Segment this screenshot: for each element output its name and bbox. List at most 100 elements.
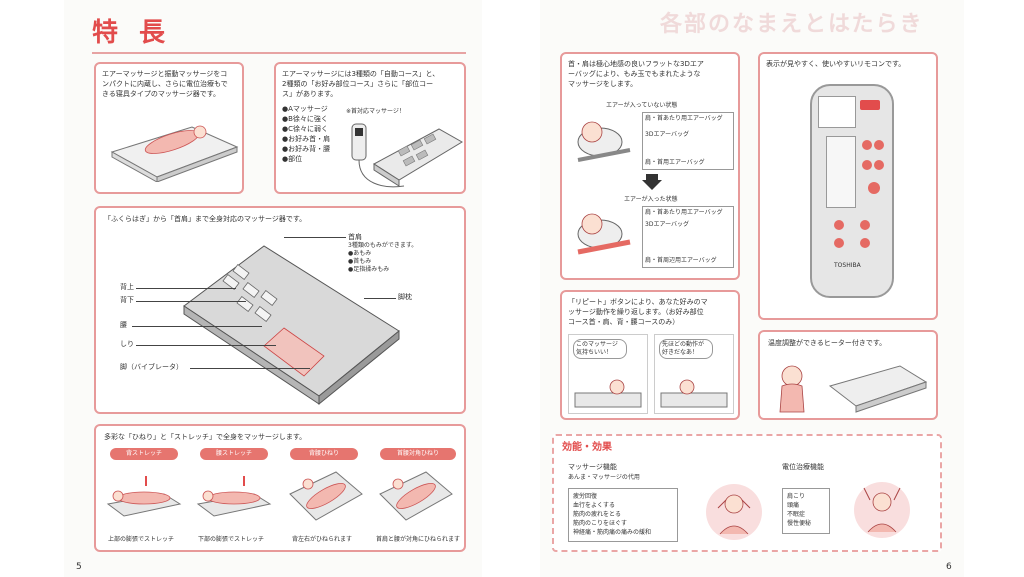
person-lying-illustration-2	[660, 379, 728, 408]
neck-line	[284, 237, 346, 238]
caption-3: 背左右がひねられます	[292, 536, 353, 543]
label-hip: しり	[120, 340, 134, 348]
potential-title: 電位治療機能	[782, 463, 824, 471]
twist-illustration-2	[379, 471, 453, 521]
pill-back-twist: 背腰ひねり	[290, 448, 358, 460]
repeat-panel-1: このマッサージ 気持ちいい！	[568, 334, 648, 414]
caption-4: 首肩と腰が対角にひねられます	[376, 536, 461, 543]
repeat-text: 「リピート」ボタンにより、あなた好みのマ ッサージ動作を繰り返します。（お好み部…	[568, 298, 708, 326]
down-arrow-icon	[642, 174, 662, 190]
remote-button-2	[874, 140, 884, 150]
left-page: 特 長 エアーマッサージと振動マッサージをコ ンパクトに内蔵し、さらに電位治療も…	[64, 0, 482, 577]
label-leg: 脚（バイブレータ）	[120, 363, 183, 371]
line-leg	[190, 368, 310, 369]
pill-waist-stretch: 腰ストレッチ	[200, 448, 268, 460]
feature-box-airbag: 首・肩は極心地感の良いフラットな3Dエア ーバッグにより、もみ玉でもまれたような…	[560, 52, 740, 280]
person-lying-illustration-1	[574, 379, 642, 408]
calf-label: 脚枕	[398, 293, 412, 301]
airbag-text: 首・肩は極心地感の良いフラットな3Dエア ーバッグにより、もみ玉でもまれたような…	[568, 60, 704, 88]
speech-bubble-1: このマッサージ 気持ちいい！	[573, 339, 627, 359]
controller-mattress-illustration	[351, 123, 463, 188]
feature-box-stretch: 多彩な「ひねり」と「ストレッチ」で全身をマッサージします。 背ストレッチ 腰スト…	[94, 424, 466, 552]
callout-bottom-1: 肩・首あたり用エアーバッグ	[645, 209, 723, 216]
course-item-c: ●C徐々に弱く	[282, 125, 328, 133]
massage-subtitle: あんま・マッサージの代用	[568, 474, 640, 481]
remote-control-illustration: TOSHIBA	[810, 84, 894, 298]
remote-button-1	[862, 140, 872, 150]
twist-illustration-1	[289, 471, 363, 521]
remote-button-4	[874, 160, 884, 170]
feature-box-courses: エアーマッサージには3種類の「自動コース」と、 2種類の「お好み部位コース」さら…	[274, 62, 466, 194]
label-upper-back: 背上	[120, 283, 134, 291]
remote-power-button	[860, 100, 880, 110]
woman-stretching-illustration	[854, 482, 910, 538]
course-item-a: ●Aマッサージ	[282, 105, 328, 113]
speech-bubble-2: 先ほどの動作が 好きだなあ！	[659, 339, 713, 359]
course-item-back: ●お好み背・腰	[282, 145, 331, 153]
label-waist: 腰	[120, 321, 127, 329]
caption-1: 上部の膨張でストレッチ	[108, 536, 175, 543]
right-page: 各部のなまえとはたらき 首・肩は極心地感の良いフラットな3Dエア ーバッグにより…	[540, 0, 964, 577]
callout-top-2: 3Dエアーバッグ	[645, 131, 690, 138]
course-item-part: ●部位	[282, 155, 303, 163]
mattress-illustration	[110, 125, 239, 182]
stretch-heading: 多彩な「ひねり」と「ストレッチ」で全身をマッサージします。	[104, 433, 307, 441]
airbag-illustration-deflated	[577, 121, 631, 162]
course-item-b: ●B徐々に強く	[282, 115, 328, 123]
heater-text: 温度調整ができるヒーター付きです。	[768, 339, 887, 347]
airbag-illustration-inflated	[577, 213, 631, 255]
feature-box-repeat: 「リピート」ボタンにより、あなた好みのマ ッサージ動作を繰り返します。（お好み部…	[560, 290, 740, 420]
line-waist	[132, 326, 262, 327]
massage-effects-list: 疲労回復 血行をよくする 筋肉の疲れをとる 筋肉のこりをほぐす 神経痛・筋肉痛の…	[568, 488, 678, 542]
repeat-panel-2: 先ほどの動作が 好きだなあ！	[654, 334, 734, 414]
watermark-heading: 各部のなまえとはたらき	[660, 12, 924, 37]
massage-title: マッサージ機能	[568, 463, 617, 471]
stretch-illustration-2	[196, 476, 272, 517]
line-upper-back	[136, 288, 236, 289]
pill-back-stretch: 背ストレッチ	[110, 448, 178, 460]
feature-text: エアーマッサージと振動マッサージをコ ンパクトに内蔵し、さらに電位治療もで きる…	[102, 70, 228, 98]
remote-button-9	[860, 238, 870, 248]
potential-effects-list: 肩こり 頭痛 不眠症 慢性便秘	[782, 488, 830, 534]
man-stretching-illustration	[706, 484, 762, 540]
neck-desc: 3種類のもみができます。 ●あもみ ●首もみ ●足指揉みもみ	[348, 242, 418, 273]
stretch-illustration-1	[106, 476, 182, 517]
airbag-caption-bottom: エアーが入った状態	[624, 196, 678, 203]
remote-button-3	[862, 160, 872, 170]
fullbody-mattress-illustration	[183, 245, 400, 406]
calf-line	[364, 298, 396, 299]
callout-top-3: 肩・首用エアーバッグ	[645, 159, 705, 166]
airbag-detail-bottom: 肩・首あたり用エアーバッグ 3Dエアーバッグ 肩・首周辺用エアーバッグ	[642, 206, 734, 268]
remote-button-7	[860, 220, 870, 230]
page-number-left: 5	[76, 562, 82, 572]
callout-note: ※首対応マッサージ！	[346, 108, 405, 115]
label-lower-back: 背下	[120, 296, 134, 304]
caption-2: 下部の膨張でストレッチ	[198, 536, 265, 543]
remote-button-8	[834, 238, 844, 248]
callout-top-1: 肩・首あたり用エアーバッグ	[645, 115, 723, 122]
line-lower-back	[136, 301, 246, 302]
heater-illustration	[779, 365, 928, 413]
title-underline	[92, 52, 466, 54]
effects-heading: 効能・効果	[562, 442, 612, 453]
remote-text: 表示が見やすく、使いやすいリモコンです。	[766, 60, 906, 68]
remote-button-6	[834, 220, 844, 230]
callout-bottom-2: 3Dエアーバッグ	[645, 221, 690, 228]
page-title: 特 長	[92, 18, 172, 48]
airbag-detail-top: 肩・首あたり用エアーバッグ 3Dエアーバッグ 肩・首用エアーバッグ	[642, 112, 734, 170]
neck-label: 首肩	[348, 233, 362, 241]
remote-body-map	[826, 136, 856, 208]
course-item-neck: ●お好み首・肩	[282, 135, 331, 143]
callout-bottom-3: 肩・首周辺用エアーバッグ	[645, 257, 717, 264]
fullbody-heading: 「ふくらはぎ」から「首肩」まで全身対応のマッサージ器です。	[104, 215, 307, 223]
page-number-right: 6	[946, 562, 952, 572]
airbag-caption-top: エアーが入っていない状態	[606, 102, 678, 109]
courses-text: エアーマッサージには3種類の「自動コース」と、 2種類の「お好み部位コース」さら…	[282, 70, 440, 98]
pill-diagonal-twist: 首腰対角ひねり	[380, 448, 456, 460]
remote-button-5	[868, 182, 880, 194]
remote-screen	[818, 96, 856, 128]
line-hip	[136, 345, 276, 346]
feature-box-heater: 温度調整ができるヒーター付きです。	[758, 330, 938, 420]
feature-box-remote: 表示が見やすく、使いやすいリモコンです。 TOSHIBA	[758, 52, 938, 320]
remote-brand: TOSHIBA	[834, 262, 861, 269]
